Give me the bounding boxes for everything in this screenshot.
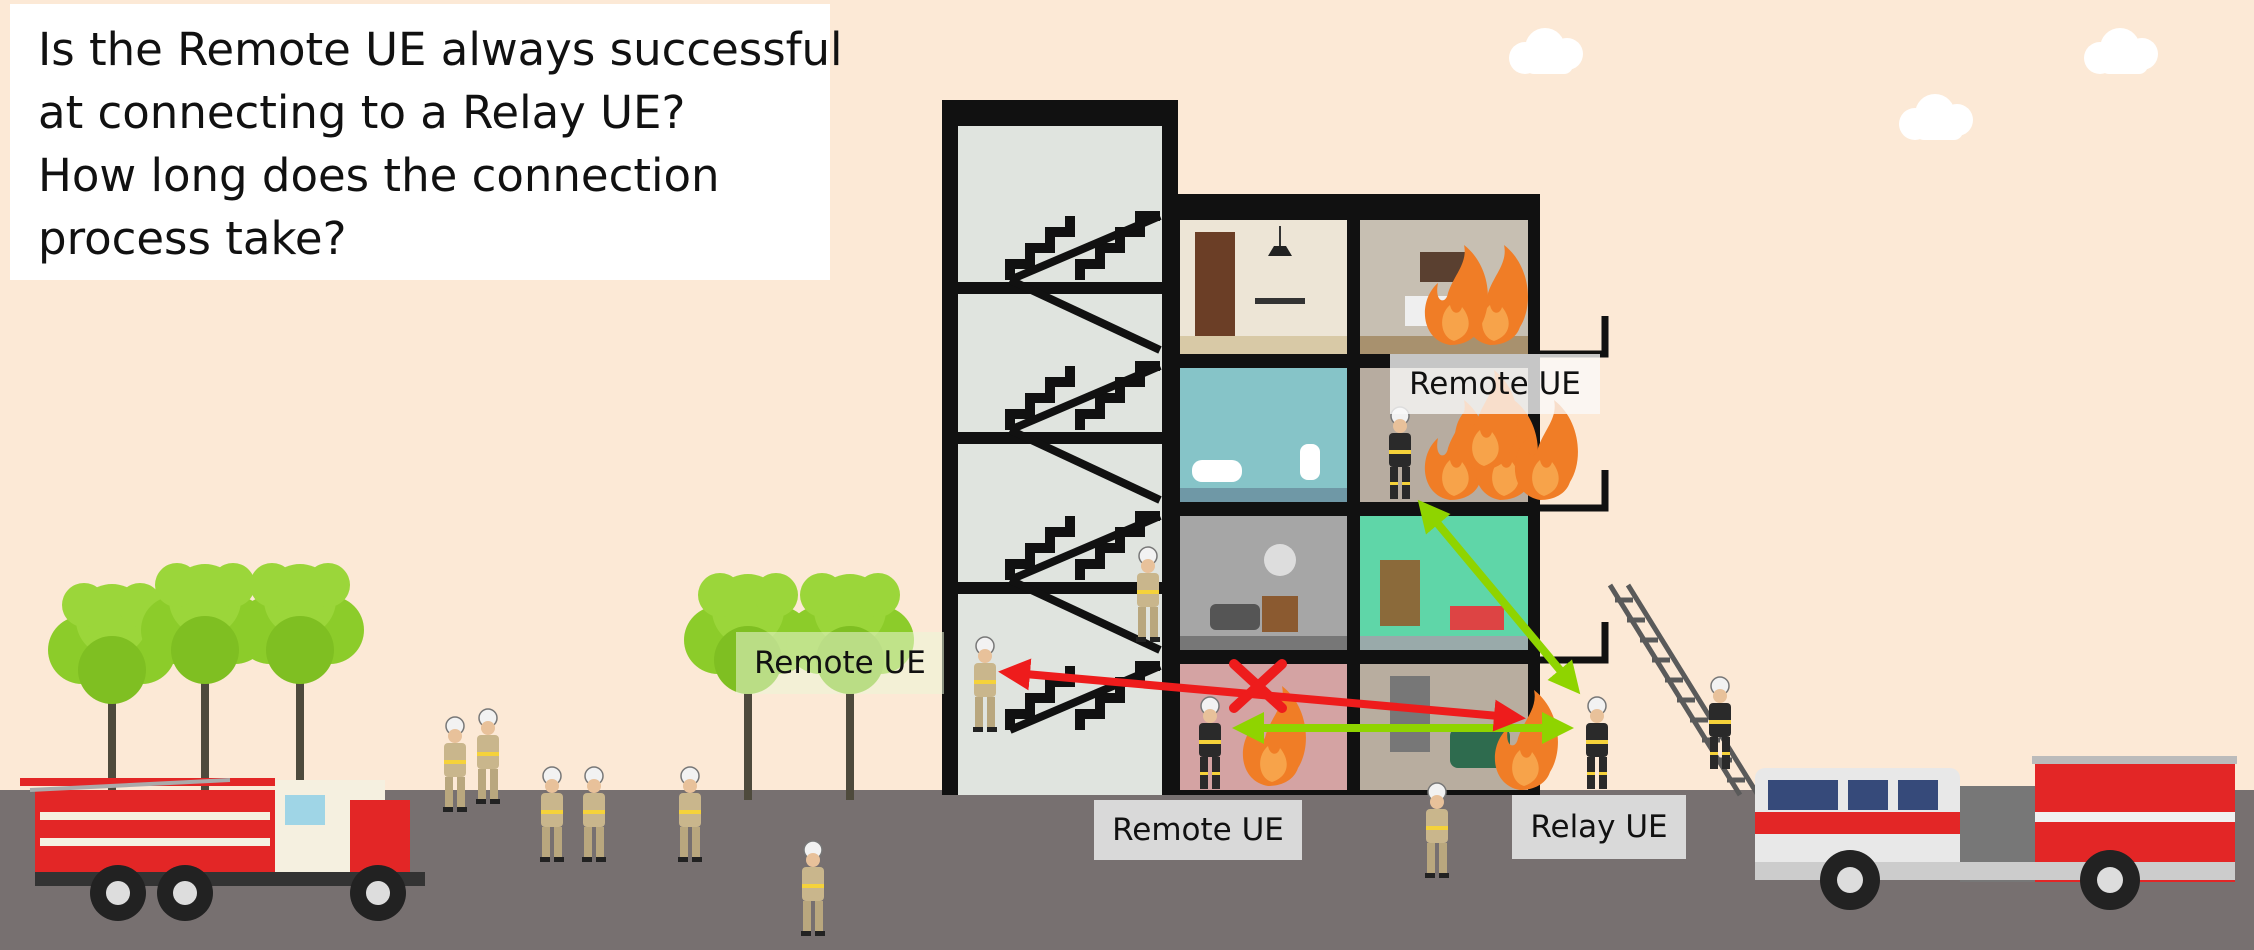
question-line: Is the Remote UE always successful <box>38 23 843 76</box>
question-line: at connecting to a Relay UE? <box>38 86 686 139</box>
relay-ue-label: Relay UE <box>1512 795 1686 859</box>
question-line: How long does the connection <box>38 149 720 202</box>
remote-ue-label-top: Remote UE <box>1390 354 1600 414</box>
fire-truck-right <box>1755 756 2237 910</box>
ladder <box>1607 583 1761 797</box>
question-text: Is the Remote UE always successful at co… <box>38 18 843 270</box>
link-relay-to-remote-top <box>1417 499 1581 695</box>
failed-x-mark <box>1229 659 1287 713</box>
remote-ue-label-bottom: Remote UE <box>1094 800 1302 860</box>
question-box: Is the Remote UE always successful at co… <box>10 4 843 280</box>
question-line: process take? <box>38 212 347 265</box>
remote-ue-label-left: Remote UE <box>736 632 944 694</box>
fire-truck-left <box>20 778 425 921</box>
